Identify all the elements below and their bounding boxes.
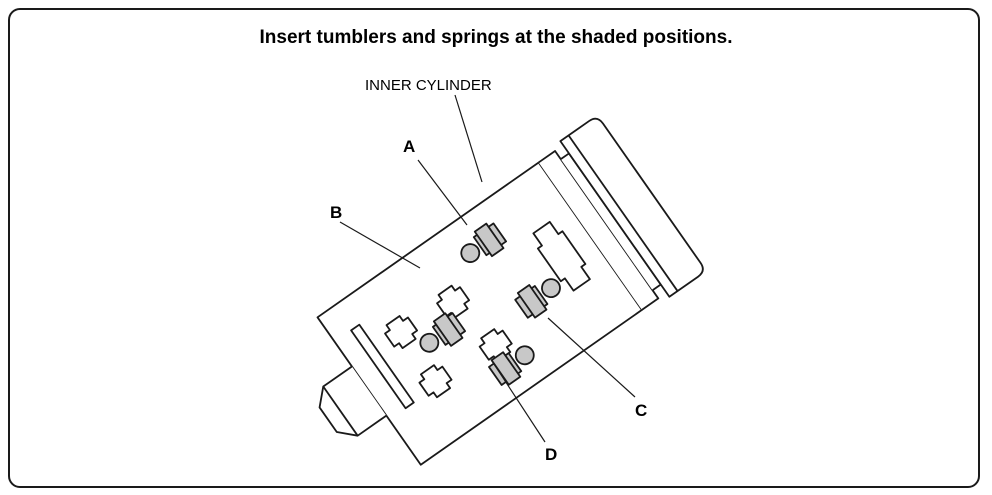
label-d: D bbox=[545, 445, 557, 464]
cylinder-body bbox=[316, 117, 704, 466]
label-b: B bbox=[330, 203, 342, 222]
tumbler-d bbox=[488, 345, 535, 386]
figure-title: Insert tumblers and springs at the shade… bbox=[259, 27, 733, 48]
figure-frame bbox=[8, 8, 980, 488]
label-inner-cylinder: INNER CYLINDER bbox=[365, 77, 492, 94]
tumbler-a bbox=[460, 222, 507, 263]
tumbler-c bbox=[514, 278, 561, 319]
tumbler-b bbox=[419, 312, 467, 353]
label-a: A bbox=[403, 137, 415, 156]
leader-lines bbox=[339, 94, 636, 443]
label-c: C bbox=[635, 401, 647, 420]
